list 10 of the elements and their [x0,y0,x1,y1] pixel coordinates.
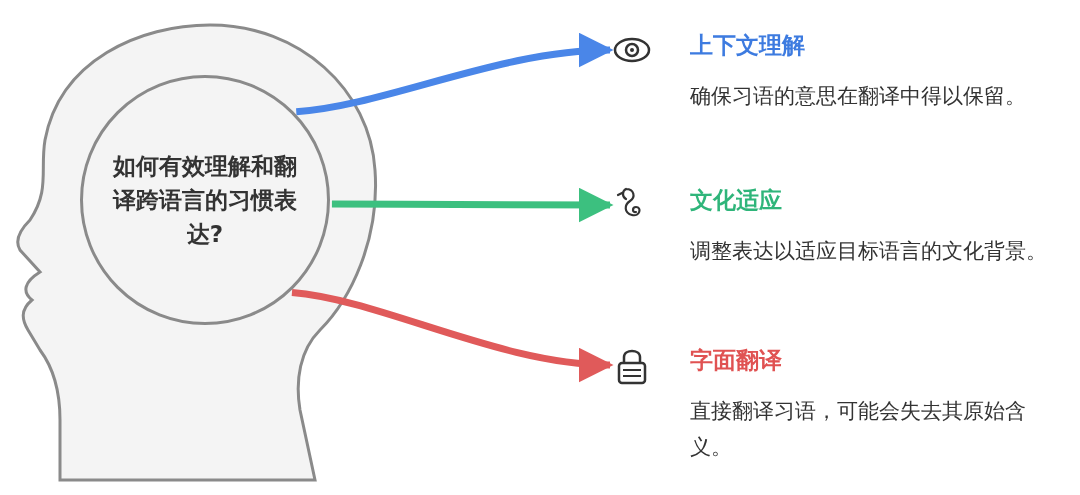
heading: 上下文理解 [690,31,805,60]
heading: 字面翻译 [690,346,782,375]
arrow [331,187,614,223]
description: 直接翻译习语，可能会失去其原始含义。 [690,398,1027,461]
arrow [295,33,614,116]
question-text: 如何有效理解和翻译跨语言的习惯表达? [113,152,297,249]
description: 调整表达以适应目标语言的文化背景。 [690,238,1048,265]
heading: 文化适应 [690,186,782,215]
description: 确保习语的意思在翻译中得以保留。 [690,83,1027,110]
arrow [291,289,614,381]
